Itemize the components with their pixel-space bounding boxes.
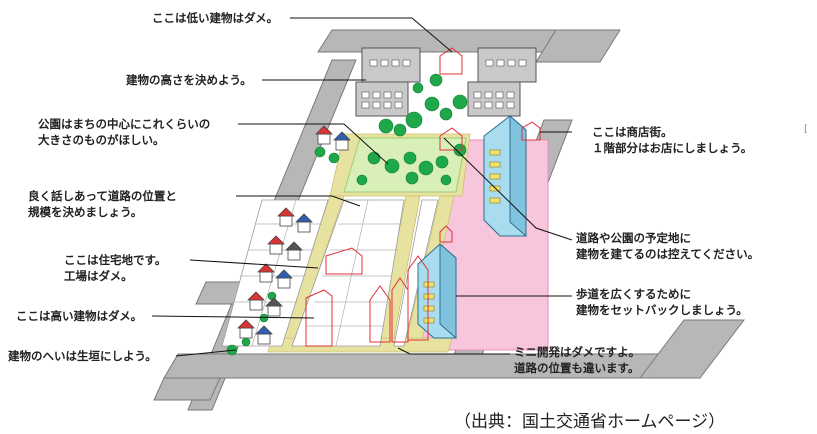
callout-leaders: [151, 17, 573, 357]
prohibited-buildings: [305, 47, 541, 347]
callout-setback-line2: 建物をセットバックしましょう。: [576, 303, 748, 317]
callout-residential-line2: 工場はダメ。: [64, 269, 133, 283]
callout-shopping-street-line2: １階部分はお店にしましょう。: [592, 141, 753, 155]
callout-tall-building-ban: ここは高い建物はダメ。: [16, 309, 143, 323]
shop-towers: [417, 114, 527, 340]
apartment-blocks: [355, 47, 537, 117]
trees: [226, 73, 468, 356]
callout-road-discuss-line2: 規模を決めましょう。: [28, 205, 143, 219]
callout-shopping-street-line1: ここは商店街。: [592, 125, 673, 139]
callout-setback-line1: 歩道を広くするために: [576, 287, 691, 301]
bracket-glyph-icon: [: [804, 124, 808, 135]
callout-park-center-line1: 公園はまちの中心にこれくらいの: [38, 117, 211, 131]
callout-park-center-line2: 大きさのものがほしい。: [38, 133, 165, 147]
callout-hedge-fence: 建物のへいは生垣にしよう。: [8, 349, 157, 363]
houses: [237, 125, 351, 345]
callout-residential-line1: ここは住宅地です。: [64, 253, 167, 267]
callout-building-height: 建物の高さを決めよう。: [126, 73, 252, 87]
callout-low-building-ban: ここは低い建物はダメ。: [152, 11, 279, 25]
callout-mini-dev-line1: ミニ開発はダメですよ。: [514, 345, 641, 359]
source-credit: （出典：国土交通省ホームページ）: [454, 412, 726, 432]
lot-grid: [221, 199, 439, 347]
apartment-2: [467, 47, 537, 117]
callout-road-discuss-line1: 良く話しあって道路の位置と: [28, 189, 177, 203]
callout-planned-site-line1: 道路や公園の予定地に: [576, 231, 691, 245]
callout-mini-dev-line2: 道路の位置も違います。: [514, 361, 640, 375]
callout-planned-site-line2: 建物を建てるのは控えてください。: [576, 247, 760, 261]
